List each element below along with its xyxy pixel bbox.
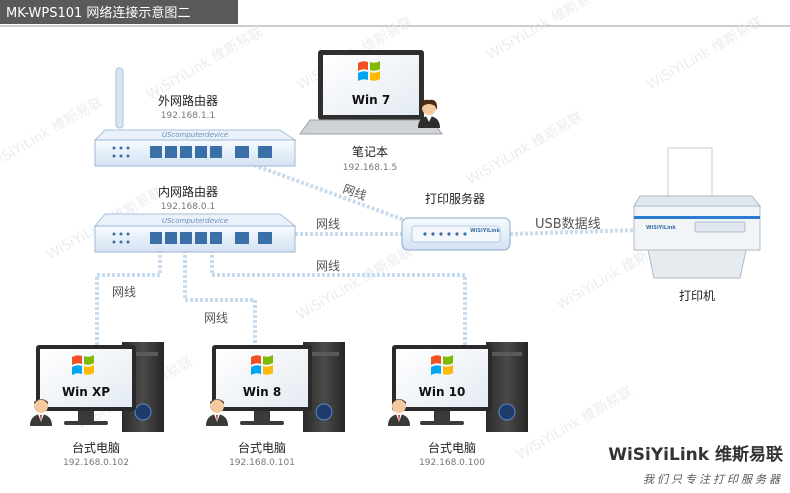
watermark-text: WiSiYiLink 维斯易联 xyxy=(0,94,106,173)
brand-name: WiSiYiLink 维斯易联 xyxy=(608,444,783,465)
desktop-pc-1: Win XP 台式电脑 192.168.0.102 xyxy=(30,342,164,468)
cable-usb-printer xyxy=(509,228,641,236)
pc-label: 台式电脑 xyxy=(238,440,286,455)
cable-label-pc3: 网线 xyxy=(316,259,340,273)
outer-router: 外网路由器 192.168.1.1 UScomputerdevice xyxy=(93,67,297,167)
watermark-text: WiSiYiLink 维斯易联 xyxy=(484,0,606,63)
print-server: 打印服务器 WiSiYiLink xyxy=(401,191,511,251)
watermark-text: WiSiYiLink 维斯易联 xyxy=(294,244,416,323)
cable-label-pc2: 网线 xyxy=(204,311,228,325)
pc-label: 台式电脑 xyxy=(72,440,120,455)
monitor-screen xyxy=(396,349,488,407)
inner-router-label: 内网路由器 xyxy=(158,184,218,199)
header-bar xyxy=(0,0,238,24)
pc-os: Win XP xyxy=(62,385,110,399)
print-server-brand: WiSiYiLink xyxy=(470,228,500,234)
pc-ip: 192.168.0.101 xyxy=(229,458,295,468)
monitor-screen xyxy=(216,349,308,407)
antenna-icon xyxy=(115,67,124,129)
cable-wan-server xyxy=(239,158,411,224)
printer-label: 打印机 xyxy=(679,289,715,303)
cable-label-lan: 网线 xyxy=(316,217,340,231)
cable-lan-pc1 xyxy=(95,250,162,345)
watermark-text: WiSiYiLink 维斯易联 xyxy=(464,109,586,188)
cable-label-pc1: 网线 xyxy=(112,285,136,299)
outer-router-label: 外网路由器 xyxy=(158,93,218,108)
brand-slogan: 我们只专注打印服务器 xyxy=(643,473,783,486)
desktop-pc-2: Win 8 台式电脑 192.168.0.101 xyxy=(206,342,345,468)
page-title: MK-WPS101 网络连接示意图二 xyxy=(6,5,190,21)
pc-ip: 192.168.0.100 xyxy=(419,458,485,468)
pc-ip: 192.168.0.102 xyxy=(63,458,129,468)
desktop-pc-3: Win 10 台式电脑 192.168.0.100 xyxy=(388,342,528,468)
print-server-label: 打印服务器 xyxy=(425,191,485,206)
laptop: Win 7 笔记本 192.168.1.5 xyxy=(299,50,443,173)
printer-brand: WiSiYiLink xyxy=(646,225,676,231)
cable-lan-pc3 xyxy=(210,250,467,345)
router-brand: UScomputerdevice xyxy=(162,217,228,225)
laptop-ip: 192.168.1.5 xyxy=(343,163,397,173)
cable-layer xyxy=(95,158,641,345)
laptop-os: Win 7 xyxy=(352,93,390,107)
outer-router-ip: 192.168.1.1 xyxy=(161,111,215,121)
inner-router: 内网路由器 192.168.0.1 UScomputerdevice xyxy=(93,184,297,253)
pc-os: Win 8 xyxy=(243,385,281,399)
pc-label: 台式电脑 xyxy=(428,440,476,455)
printer: WiSiYiLink 打印机 xyxy=(633,147,762,303)
pc-os: Win 10 xyxy=(419,385,466,399)
inner-router-ip: 192.168.0.1 xyxy=(161,202,215,212)
printer-tray xyxy=(647,249,747,279)
printer-top xyxy=(633,195,762,207)
cable-label-usb: USB数据线 xyxy=(535,217,601,232)
laptop-label: 笔记本 xyxy=(352,144,388,159)
cable-lan-pc2 xyxy=(183,250,257,345)
laptop-keyboard xyxy=(299,119,443,135)
router-brand: UScomputerdevice xyxy=(162,131,228,139)
watermark-text: WiSiYiLink 维斯易联 xyxy=(144,24,266,103)
printer-paper xyxy=(667,147,713,197)
